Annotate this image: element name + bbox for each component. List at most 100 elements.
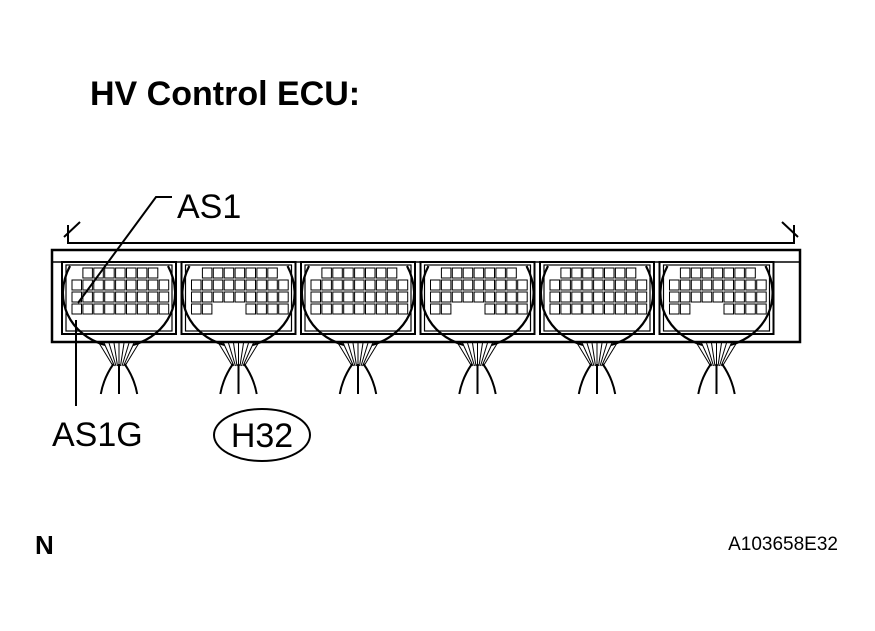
pin — [745, 279, 756, 291]
pin — [560, 267, 571, 279]
pin — [669, 291, 680, 303]
pin — [93, 291, 104, 303]
pin — [191, 279, 202, 291]
pin — [549, 279, 560, 291]
wire — [722, 342, 737, 367]
pin — [679, 267, 691, 279]
wire — [717, 342, 722, 367]
pin — [397, 279, 409, 291]
wire — [241, 342, 249, 367]
pin — [104, 267, 115, 279]
pin — [212, 267, 224, 279]
pin — [126, 267, 137, 279]
pin — [375, 303, 387, 315]
wire — [706, 342, 714, 367]
pin — [582, 303, 593, 315]
pin — [365, 267, 376, 279]
pin — [375, 291, 387, 303]
pin — [614, 267, 626, 279]
wire — [98, 342, 114, 367]
pin — [115, 267, 126, 279]
pin — [267, 291, 278, 303]
pin — [397, 291, 409, 303]
pin — [234, 279, 246, 291]
pin — [571, 291, 582, 303]
wire — [121, 342, 130, 367]
cable — [123, 363, 139, 395]
pin — [386, 303, 398, 315]
pin — [451, 291, 463, 303]
pin — [495, 291, 506, 303]
pin — [212, 279, 224, 291]
pin — [267, 267, 278, 279]
wire-bundle — [337, 342, 379, 395]
pin — [636, 291, 648, 303]
pin — [321, 303, 332, 315]
pin — [571, 279, 582, 291]
cable — [243, 363, 258, 395]
pin — [126, 279, 137, 291]
pin — [310, 291, 321, 303]
pin — [582, 267, 593, 279]
wire-bundle — [696, 342, 737, 395]
pin — [365, 303, 376, 315]
wire — [467, 342, 475, 367]
pin — [734, 303, 745, 315]
pin — [440, 303, 452, 315]
pin — [343, 279, 354, 291]
connector-3 — [300, 261, 416, 395]
pin — [506, 291, 517, 303]
pin — [278, 303, 289, 315]
pin — [223, 267, 235, 279]
connector-inner — [662, 264, 771, 332]
wire-bundle — [457, 342, 498, 395]
pin-grid — [549, 267, 648, 315]
pin — [440, 291, 452, 303]
pin — [201, 291, 213, 303]
as1-callout: AS1 — [77, 188, 241, 304]
pin — [517, 291, 528, 303]
pin — [604, 267, 615, 279]
cable — [721, 363, 736, 395]
pin — [604, 291, 615, 303]
pin — [201, 279, 213, 291]
pin — [343, 267, 354, 279]
wire-bundle — [576, 342, 618, 395]
pin — [745, 303, 756, 315]
pin — [332, 279, 343, 291]
pin — [386, 279, 398, 291]
wire — [120, 342, 125, 367]
pin — [506, 279, 517, 291]
wire — [244, 342, 259, 367]
pin — [321, 291, 332, 303]
pin — [690, 279, 702, 291]
pin — [582, 291, 593, 303]
pin — [430, 279, 441, 291]
wire — [599, 342, 608, 367]
cable — [219, 363, 234, 395]
wire — [586, 342, 595, 367]
pin — [147, 267, 159, 279]
pin — [223, 291, 235, 303]
wire — [113, 342, 118, 367]
pin — [451, 279, 463, 291]
pin — [386, 267, 398, 279]
pin — [734, 291, 745, 303]
wire — [719, 342, 727, 367]
pin — [614, 291, 626, 303]
pin — [571, 303, 582, 315]
harness-cover — [181, 265, 296, 347]
pin — [267, 279, 278, 291]
cable — [601, 363, 617, 395]
figure-id: A103658E32 — [728, 534, 838, 555]
pin — [593, 267, 604, 279]
pin — [104, 291, 115, 303]
wire — [228, 342, 236, 367]
pin — [495, 279, 506, 291]
pin — [278, 291, 289, 303]
pin — [126, 303, 137, 315]
wire — [233, 342, 238, 367]
wire — [239, 342, 244, 367]
pin — [332, 303, 343, 315]
